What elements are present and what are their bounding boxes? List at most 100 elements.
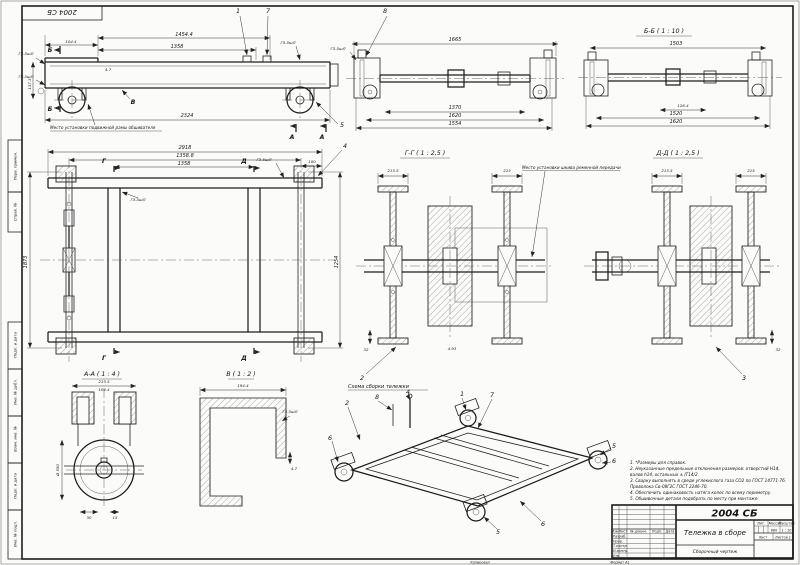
callout-1: 1 [236,7,240,15]
dim-1620b: 1620 [670,119,683,125]
dim-2918: 2918 [179,145,192,151]
iso-callout: 5 [612,442,616,450]
note-line: 1. *Размеры для справок. [630,460,686,465]
col-list: Лист [618,530,629,534]
sheet-label: Лист [758,535,769,539]
weld-label: ГЗ-5шЛ [256,157,271,162]
dim-100: 100 [308,159,316,164]
dim-137: 137.5 [27,78,32,90]
iso-title: Схема сборки тележки [348,384,410,390]
note-line: 2. Неуказанные предельные отклонения раз… [630,466,780,471]
margin-label: Инв. № подл. [13,521,18,547]
iso-callout: 5 [496,528,500,536]
weld-label: ГЗ-5шЛ [130,197,145,202]
note-line: 3. Сварку выполнять в среде углекислого … [630,478,786,483]
dim-2324: 2324 [181,113,194,119]
dim-13588: 1358.8 [176,153,194,159]
dim-215g: 215 [503,168,511,173]
section-letter-a: А [289,134,295,141]
section-letter-b: Б [48,106,53,113]
view-plan [27,149,343,362]
mass-value: 680 [771,528,777,532]
dim-30: 30 [87,515,92,520]
dim-1503: 1503 [670,41,683,47]
note-line: 5. Обшивочные детали подобрать по месту … [630,496,759,501]
view-dd-section [584,157,780,375]
section-letter-g: Г [102,158,107,165]
dim-2135d: 213.5 [661,168,673,173]
view-aa-section [59,378,144,515]
weld-label: ГЗ-5шЛ [18,74,33,79]
callout-3: 3 [742,374,746,382]
scale-value: 1 : 10 [782,528,792,532]
dim-1358p: 1358 [178,161,191,167]
section-letter-d: Д [240,158,247,165]
view-side-elevation [30,15,339,132]
weld-label: ГЗ-5шЛ [280,40,295,45]
row-razrab: Разраб. [613,535,626,539]
copy-label: Копировал [470,560,490,564]
sheets-label: Листов 1 [774,535,791,539]
margin-label: Справ. № [13,203,18,222]
margin-label: Инв. № дубл. [13,379,18,405]
margin-label: Подп. и дата [13,331,18,358]
dim-1665: 1665 [449,37,462,43]
view-bb-section [578,35,782,129]
row-utv: Утв. [613,554,620,558]
view-isometric [330,389,612,530]
note-line: валов h14, остальных ± IT14/2. [630,472,699,477]
dim-1944: 194.4 [237,383,249,388]
scale-label: Масштаб [778,521,794,525]
col-izm: Изм. [612,530,620,534]
doc-title: Тележка в сборе [684,529,746,537]
weld-label: ГЗ-5шЛ [330,46,345,51]
view-title-v: В ( 1 : 2 ) [226,371,255,378]
dim-47v: 4.7 [291,466,298,471]
iso-callout: 6 [612,457,616,465]
corner-stamp: 2004 СБ [47,8,77,16]
doc-type: Сборочный чертеж [693,549,737,555]
note-line: Проволока Св-08Г2С ГОСТ 2246-70. [630,484,708,489]
view-title-gg: Г-Г ( 1 : 2,5 ) [405,150,445,157]
dim-2135g: 213.5 [387,168,399,173]
dim-2135a: 213.5 [98,379,110,384]
dim-215d: 215 [747,168,755,173]
row-tkontr: Т.контр. [613,544,628,548]
title-block [611,504,794,559]
iso-callout: 1 [460,390,464,398]
section-letter-a: А [319,134,325,141]
dim-1454: 1454.4 [175,32,193,38]
iso-callout: 7 [490,391,494,399]
dim-1554: 1554 [449,121,462,127]
dim-493: 4.93 [448,346,457,351]
dim-15: 15 [113,515,118,520]
weld-label: ГЗ-5шЛ [282,409,297,414]
dim-1044a: 104.4 [98,387,110,392]
margin-label: Взам. инв. № [13,426,18,452]
col-data: Дата [665,530,675,534]
col-podp: Подп. [652,530,662,534]
iso-callout: 6 [541,520,545,528]
iso-callout: 6 [328,434,332,442]
install-note-pulley: Место установки шкива ременной передачи [522,165,621,170]
tech-notes: 1. *Размеры для справок. 2. Неуказанные … [630,460,786,501]
lit-label: Лит. [756,521,765,525]
dim-1520: 1520 [670,111,683,117]
section-letter-g: Г [102,355,107,362]
dim-126: 126.4 [677,103,689,108]
iso-callout: 2 [345,399,349,407]
iso-callout: 8 [375,393,379,401]
callout-2: 2 [360,374,364,382]
margin-label: Перв. примен. [13,152,18,181]
callout-8: 8 [383,7,387,15]
view-v-detail [199,378,293,507]
row-nkontr: Н.контр. [613,549,628,553]
install-note-frame: Место установки подвижной рамы обшивател… [50,125,156,130]
dim-1370: 1370 [449,105,462,111]
iso-callout: 4 [406,388,410,396]
view-gg-section [356,157,620,375]
view-title-bb: Б-Б ( 1 : 10 ) [644,28,684,35]
